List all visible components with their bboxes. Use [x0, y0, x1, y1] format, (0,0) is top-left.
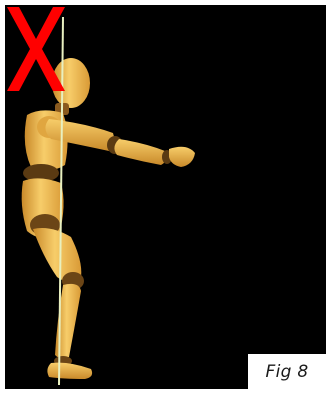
mannequin-hand [169, 147, 195, 167]
mannequin-foot [47, 363, 92, 379]
figure-caption: Fig 8 [265, 362, 308, 382]
caption-box: Fig 8 [248, 354, 326, 389]
posture-illustration-panel [5, 5, 326, 389]
mannequin-forearm [114, 139, 166, 165]
incorrect-x-icon [5, 5, 67, 93]
